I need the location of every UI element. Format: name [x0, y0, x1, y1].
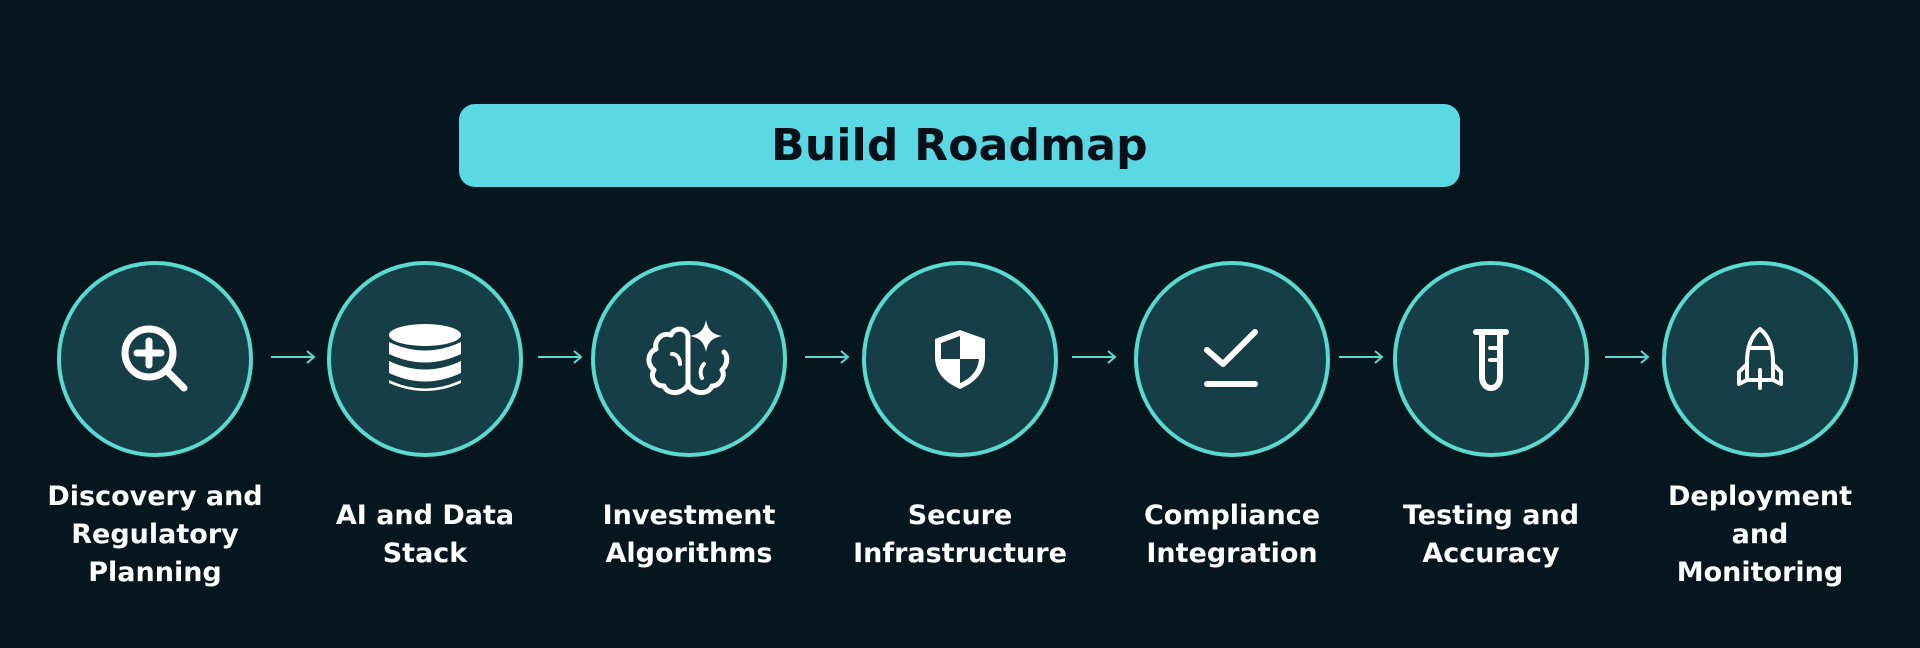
database-icon: [389, 324, 461, 391]
step-3-label: Investment Algorithms: [602, 500, 776, 569]
step-6-circle: [1393, 261, 1589, 457]
step-2-circle: [327, 261, 523, 457]
arrow-2-3: [538, 350, 583, 364]
step-3-circle: [591, 261, 787, 457]
arrow-3-4: [805, 350, 850, 364]
step-5-circle: [1134, 261, 1330, 457]
arrow-4-5: [1072, 350, 1117, 364]
diagram-title: Build Roadmap: [771, 120, 1148, 171]
step-2-label: AI and Data Stack: [335, 500, 515, 569]
title-banner: Build Roadmap: [459, 104, 1460, 187]
step-1-circle: [57, 261, 253, 457]
brain-sparkle-icon: [646, 320, 730, 395]
arrow-1-2: [271, 350, 316, 364]
arrow-5-6: [1339, 350, 1384, 364]
step-7-label: Deployment and Monitoring: [1667, 481, 1853, 588]
step-4-label: Secure Infrastructure: [853, 500, 1067, 569]
checkmark-icon: [1204, 329, 1258, 387]
step-5-label: Compliance Integration: [1143, 500, 1321, 569]
step-7-circle: [1662, 261, 1858, 457]
step-1-label: Discovery and Regulatory Planning: [47, 481, 263, 588]
shield-icon: [935, 330, 985, 389]
arrow-6-7: [1605, 350, 1650, 364]
search-plus-icon: [121, 325, 188, 392]
rocket-icon: [1737, 327, 1783, 390]
test-tube-icon: [1473, 329, 1509, 391]
step-6-label: Testing and Accuracy: [1402, 500, 1580, 569]
step-4-circle: [862, 261, 1058, 457]
